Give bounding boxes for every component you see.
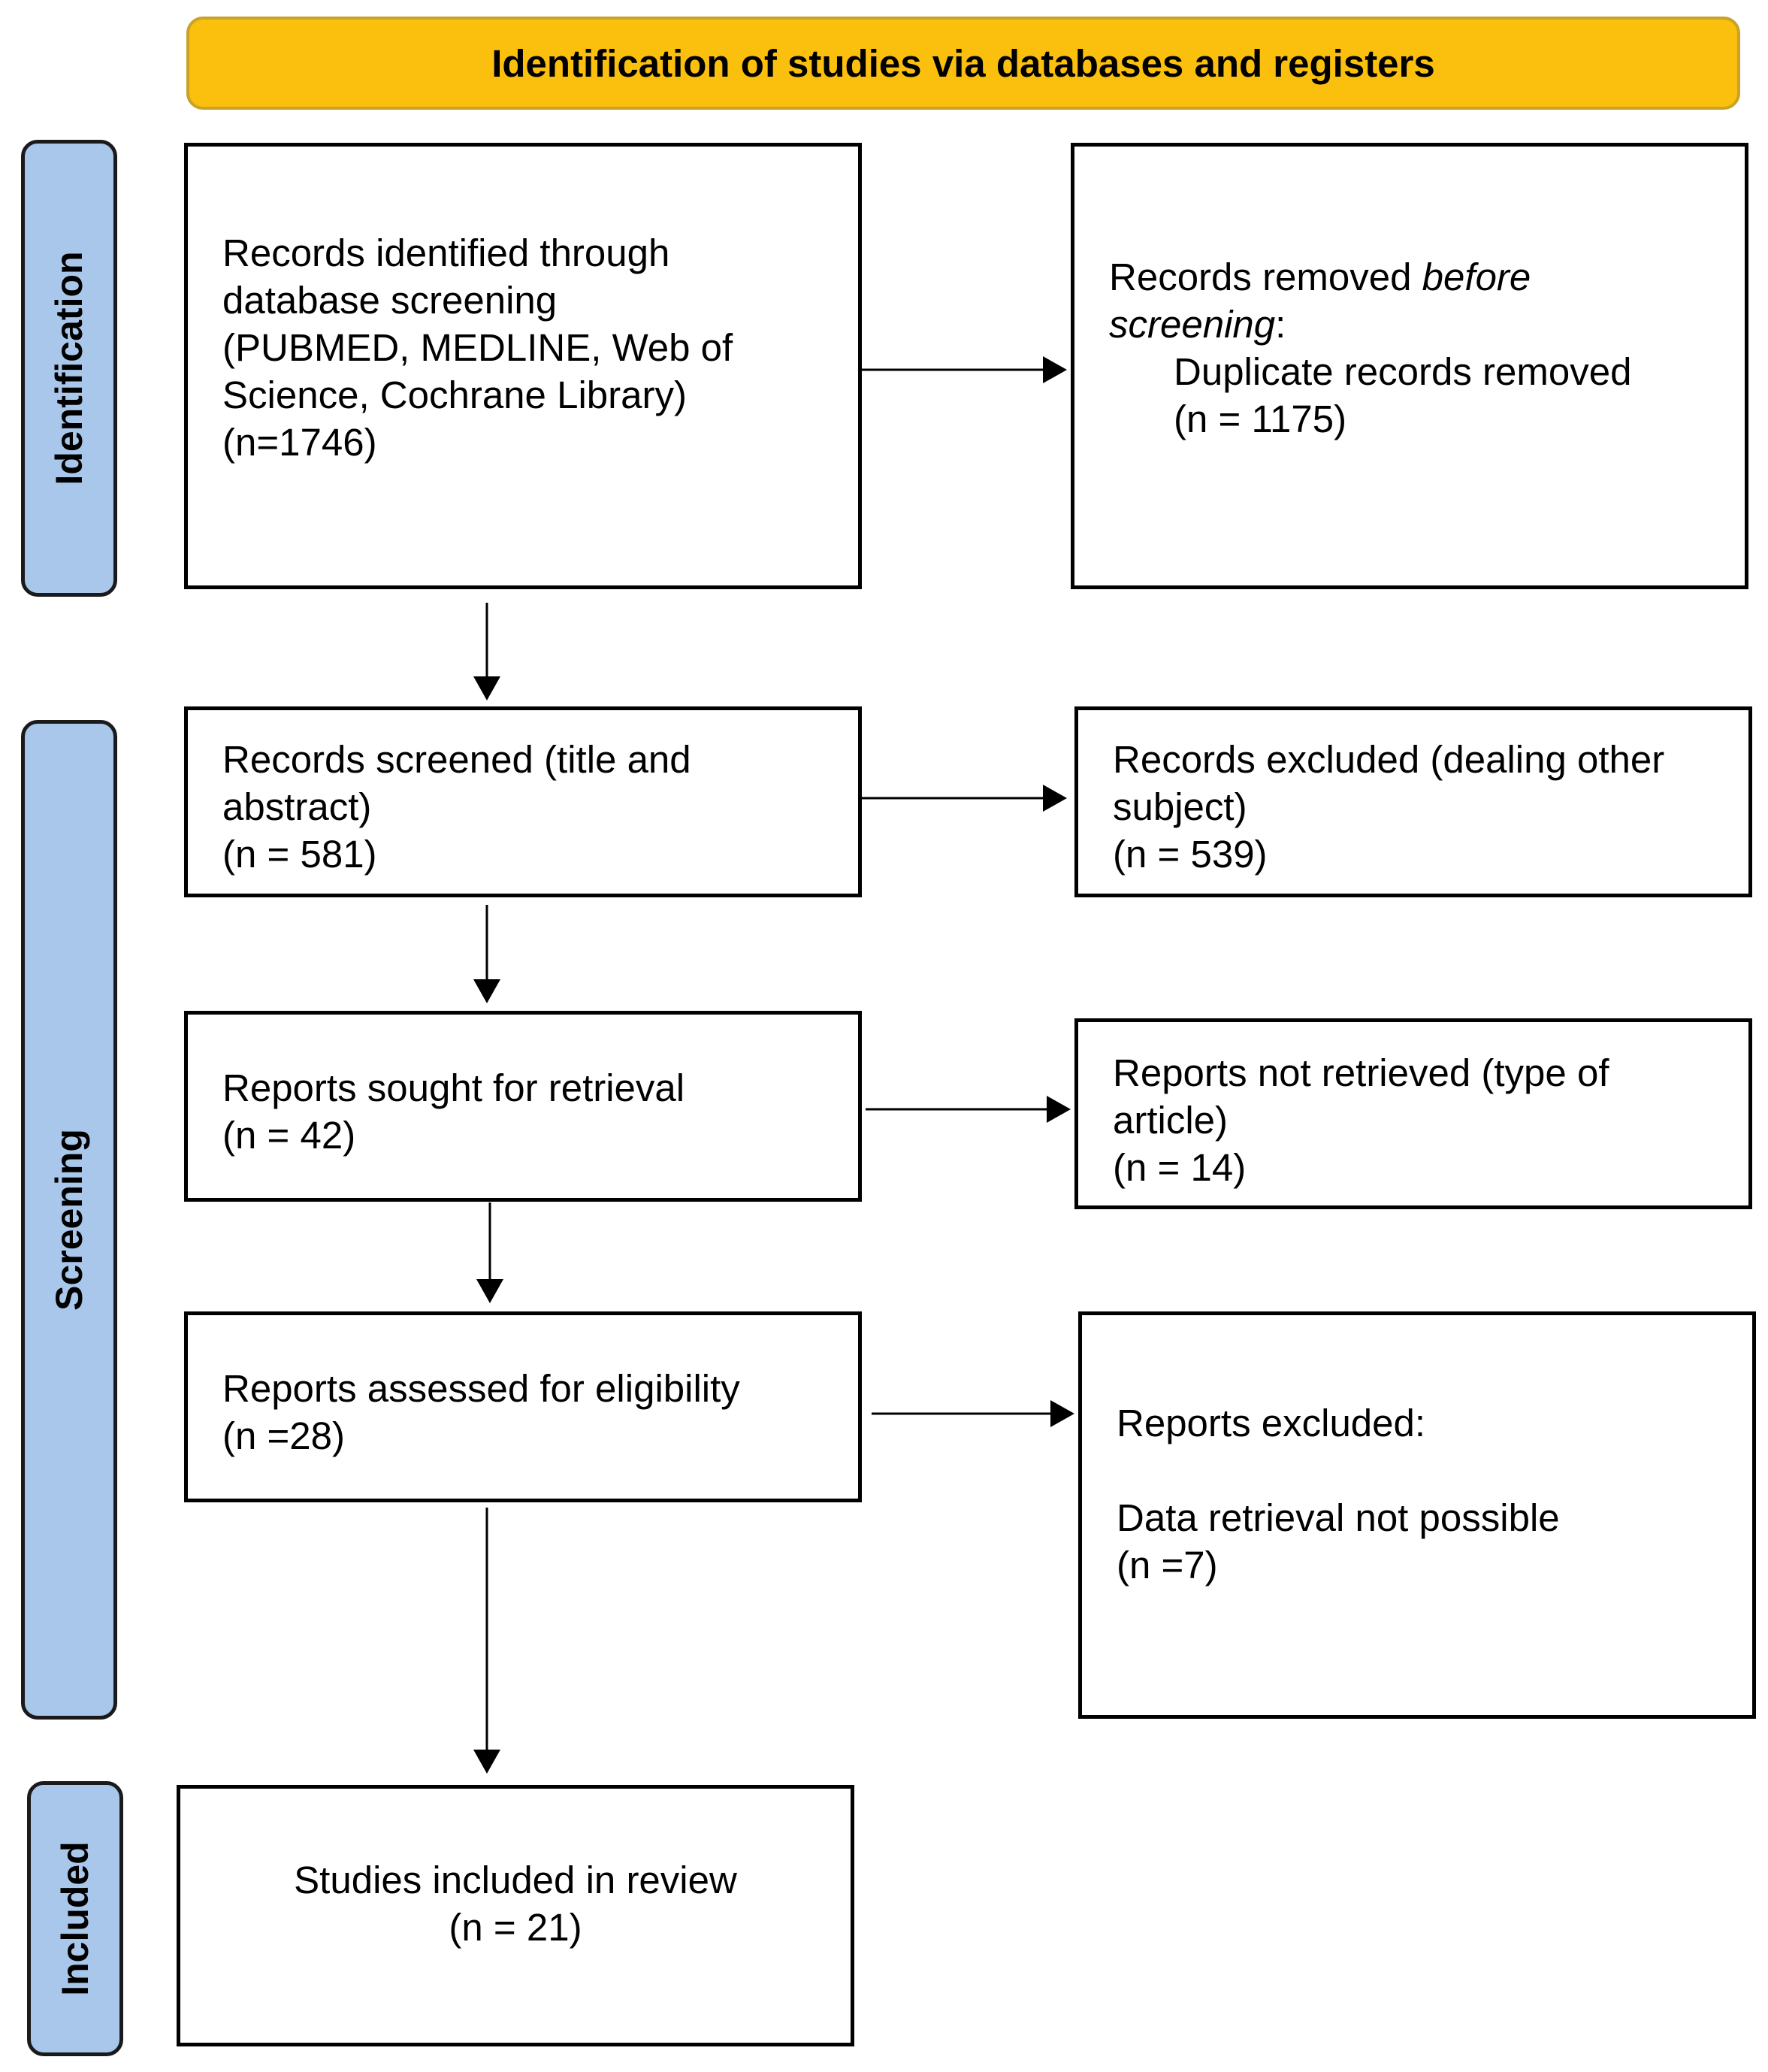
arrow-identified-to-screened bbox=[473, 603, 500, 700]
arrow-sought-to-assessed bbox=[476, 1202, 503, 1303]
arrow-assessed-to-included bbox=[473, 1508, 500, 1774]
records-removed-colon: : bbox=[1275, 303, 1286, 346]
studies-included-line-2: (n = 21) bbox=[449, 1906, 582, 1949]
arrow-identified-to-removed bbox=[862, 356, 1067, 383]
studies-included-line-1: Studies included in review bbox=[294, 1859, 737, 1901]
records-identified-line-5: (n=1746) bbox=[222, 421, 377, 464]
records-removed-screening: screening bbox=[1109, 303, 1276, 346]
studies-included-box: Studies included in review (n = 21) bbox=[177, 1785, 854, 2046]
reports-not-retrieved-line-2: article) bbox=[1113, 1099, 1229, 1142]
records-removed-line-4: (n = 1175) bbox=[1174, 398, 1347, 440]
reports-assessed-box: Reports assessed for eligibility (n =28) bbox=[184, 1311, 862, 1502]
reports-sought-line-2: (n = 42) bbox=[222, 1114, 356, 1157]
header-title: Identification of studies via databases … bbox=[491, 41, 1435, 85]
records-removed-box: Records removed before screening: Duplic… bbox=[1071, 143, 1748, 589]
records-identified-box: Records identified through database scre… bbox=[184, 143, 862, 589]
records-removed-line-3: Duplicate records removed bbox=[1174, 350, 1632, 393]
reports-assessed-line-1: Reports assessed for eligibility bbox=[222, 1367, 740, 1410]
records-identified-line-3: (PUBMED, MEDLINE, Web of bbox=[222, 326, 733, 369]
records-removed-before: before bbox=[1422, 256, 1531, 298]
arrow-screened-to-sought bbox=[473, 905, 500, 1003]
records-identified-line-1: Records identified through bbox=[222, 231, 670, 274]
reports-not-retrieved-box: Reports not retrieved (type of article) … bbox=[1074, 1018, 1752, 1209]
records-removed-line-1: Records removed before bbox=[1109, 253, 1730, 301]
reports-not-retrieved-line-1: Reports not retrieved (type of bbox=[1113, 1051, 1609, 1094]
arrow-assessed-to-excluded bbox=[872, 1400, 1074, 1427]
records-identified-line-4: Science, Cochrane Library) bbox=[222, 374, 687, 416]
records-screened-line-3: (n = 581) bbox=[222, 833, 377, 876]
phase-included: Included bbox=[27, 1781, 123, 2056]
reports-excluded-line-2: Data retrieval not possible bbox=[1117, 1496, 1560, 1539]
records-excluded-line-1: Records excluded (dealing other bbox=[1113, 738, 1665, 781]
phase-included-label: Included bbox=[54, 1841, 96, 1996]
records-screened-line-1: Records screened (title and bbox=[222, 738, 691, 781]
arrow-screened-to-excluded bbox=[862, 785, 1067, 812]
phase-screening: Screening bbox=[21, 720, 117, 1720]
phase-screening-label: Screening bbox=[48, 1129, 90, 1311]
phase-identification: Identification bbox=[21, 140, 117, 597]
reports-excluded-line-1: Reports excluded: bbox=[1117, 1402, 1426, 1444]
records-screened-line-2: abstract) bbox=[222, 785, 372, 828]
reports-not-retrieved-line-3: (n = 14) bbox=[1113, 1146, 1247, 1189]
arrow-sought-to-not-retrieved bbox=[866, 1096, 1071, 1123]
records-excluded-line-3: (n = 539) bbox=[1113, 833, 1268, 876]
records-excluded-line-2: subject) bbox=[1113, 785, 1247, 828]
reports-excluded-spacer bbox=[1117, 1447, 1737, 1494]
records-excluded-box: Records excluded (dealing other subject)… bbox=[1074, 706, 1752, 897]
records-screened-box: Records screened (title and abstract) (n… bbox=[184, 706, 862, 897]
reports-sought-line-1: Reports sought for retrieval bbox=[222, 1066, 685, 1109]
records-removed-line-2: screening: bbox=[1109, 301, 1730, 348]
phase-identification-label: Identification bbox=[48, 251, 90, 485]
reports-sought-box: Reports sought for retrieval (n = 42) bbox=[184, 1011, 862, 1202]
reports-assessed-line-2: (n =28) bbox=[222, 1414, 346, 1457]
records-identified-line-2: database screening bbox=[222, 279, 558, 322]
reports-excluded-line-3: (n =7) bbox=[1117, 1544, 1218, 1587]
records-removed-prefix: Records removed bbox=[1109, 256, 1422, 298]
header-banner: Identification of studies via databases … bbox=[186, 17, 1740, 110]
reports-excluded-box: Reports excluded: Data retrieval not pos… bbox=[1078, 1311, 1756, 1719]
